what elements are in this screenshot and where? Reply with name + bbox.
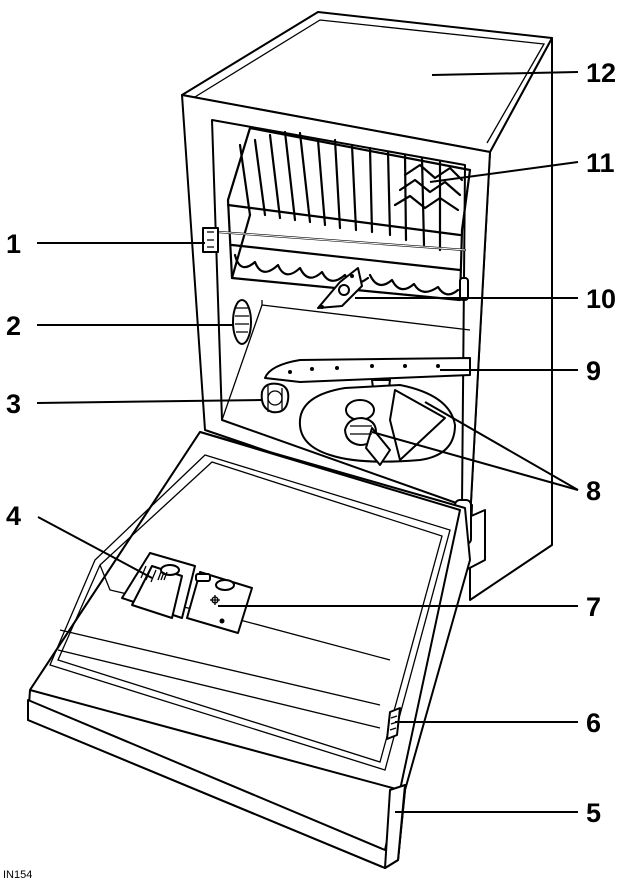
water-hardness-selector: [232, 299, 252, 345]
filters: [298, 384, 456, 466]
salt-container-cap: [260, 382, 290, 414]
figure-code: IN154: [3, 869, 32, 881]
callout-2: 2: [6, 311, 21, 341]
callout-5: 5: [586, 798, 601, 828]
callout-11: 11: [586, 148, 615, 178]
callout-1: 1: [6, 229, 21, 259]
leader-lines: [36, 71, 579, 813]
callout-4: 4: [6, 501, 21, 531]
lower-spray-arm: [264, 357, 471, 397]
callout-10: 10: [586, 284, 616, 314]
upper-basket: [202, 126, 472, 302]
callout-8: 8: [586, 476, 601, 506]
detergent-dispenser: [121, 552, 196, 619]
callout-labels: 1 2 3 4 5 6 7 8 9 10 11 12 IN154: [3, 58, 616, 881]
callout-3: 3: [6, 389, 21, 419]
callout-6: 6: [586, 708, 601, 738]
dishwasher-door: [27, 431, 471, 869]
upper-spray-arm: [317, 267, 363, 309]
callout-9: 9: [586, 356, 601, 386]
callout-7: 7: [586, 592, 601, 622]
callout-12: 12: [586, 58, 616, 88]
rinse-aid-dispenser: [186, 571, 253, 634]
